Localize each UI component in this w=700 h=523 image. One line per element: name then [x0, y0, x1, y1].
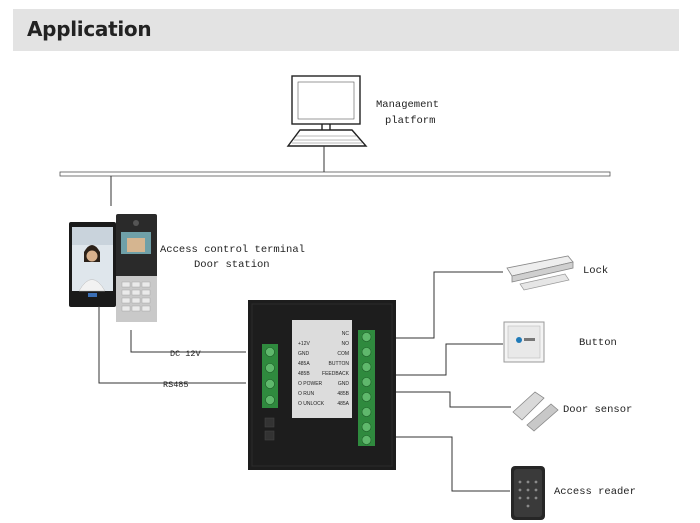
term-left-5: O RUN [298, 391, 315, 397]
access-controller [248, 300, 396, 470]
term-left-0: +12V [298, 341, 310, 347]
network-bus [59, 146, 611, 206]
terminal-label-line2: Door station [194, 259, 270, 271]
button-label: Button [579, 337, 617, 349]
access-control-terminal [69, 222, 116, 307]
access-reader-label: Access reader [554, 486, 636, 498]
term-right-6: 485B [337, 391, 349, 397]
section-title: Application [27, 17, 152, 41]
term-right-0: NC [342, 331, 350, 337]
term-right-2: COM [337, 351, 349, 357]
term-left-1: GND [298, 351, 310, 357]
computer-icon [286, 75, 368, 147]
terminal-label-line1: Access control terminal [160, 244, 305, 256]
term-left-6: O UNLOCK [298, 401, 325, 407]
management-label-line2: platform [385, 115, 435, 127]
term-right-4: FEEDBACK [322, 371, 350, 377]
term-left-4: O POWER [298, 381, 323, 387]
door-station [116, 214, 157, 322]
term-left-3: 485B [298, 371, 310, 377]
term-right-7: 485A [337, 401, 349, 407]
section-header: Application [13, 9, 679, 51]
term-left-2: 485A [298, 361, 310, 367]
door-sensor-device [512, 391, 559, 432]
management-label-line1: Management [376, 99, 439, 111]
term-right-3: BUTTON [329, 361, 350, 367]
rs485-label: RS485 [163, 380, 189, 390]
wiring-left [98, 306, 246, 384]
door-sensor-label: Door sensor [563, 404, 632, 416]
wiring-right [396, 271, 511, 492]
access-reader-device [511, 466, 545, 520]
lock-label: Lock [583, 265, 608, 277]
dc12v-label: DC 12V [170, 349, 202, 359]
exit-button-device [503, 321, 545, 363]
term-right-1: NO [342, 341, 350, 347]
lock-device [506, 255, 574, 291]
term-right-5: GND [338, 381, 350, 387]
